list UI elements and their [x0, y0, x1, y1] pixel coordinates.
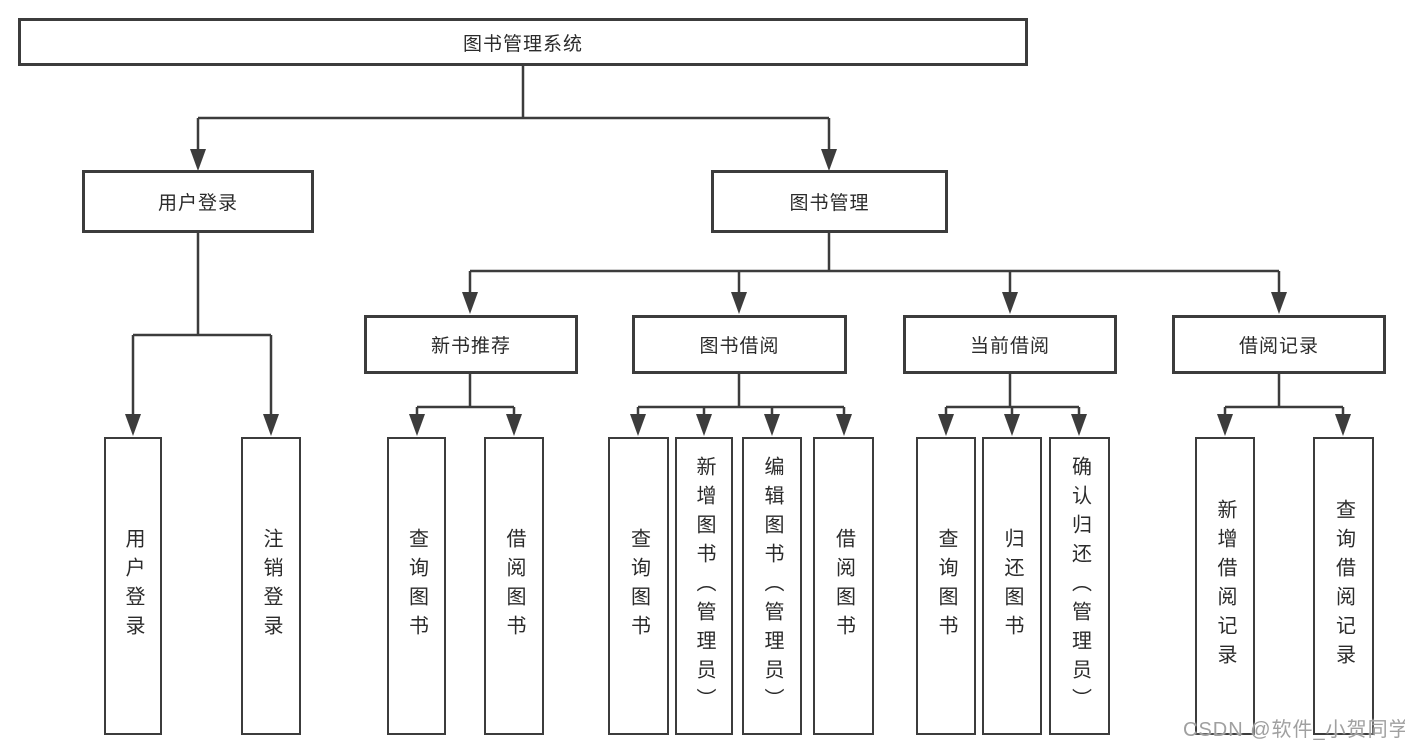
leaf-borrow-books-rec: 借阅图书	[484, 437, 544, 735]
node-user-login: 用户登录	[82, 170, 314, 233]
node-label: 新书推荐	[430, 336, 511, 357]
csdn-watermark: CSDN @软件_小贺同学	[1183, 719, 1405, 741]
node-label: 用户登录	[157, 193, 238, 214]
leaf-borrow-books: 借阅图书	[813, 437, 874, 735]
leaf-query-borrow-record: 查询借阅记录	[1313, 437, 1374, 735]
leaf-label: 用户登录	[122, 528, 144, 644]
leaf-confirm-return-admin: 确认归还（管理员）	[1049, 437, 1110, 735]
node-library-management-system: 图书管理系统	[18, 18, 1028, 66]
node-label: 图书管理	[789, 193, 870, 214]
leaf-label: 编辑图书（管理员）	[761, 455, 783, 717]
leaf-edit-books-admin: 编辑图书（管理员）	[742, 437, 802, 735]
leaf-label: 新增借阅记录	[1214, 499, 1236, 673]
node-book-management: 图书管理	[711, 170, 948, 233]
leaf-logout: 注销登录	[241, 437, 301, 735]
leaf-label: 查询图书	[935, 528, 957, 644]
node-label: 图书管理系统	[462, 33, 583, 55]
node-new-book-recommendation: 新书推荐	[364, 315, 578, 374]
leaf-label: 借阅图书	[832, 528, 855, 644]
leaf-label: 注销登录	[260, 528, 282, 644]
node-book-borrowing: 图书借阅	[632, 315, 847, 374]
leaf-add-books-admin: 新增图书（管理员）	[675, 437, 733, 735]
leaf-user-login: 用户登录	[104, 437, 162, 735]
leaf-query-books-borrow: 查询图书	[608, 437, 669, 735]
leaf-label: 归还图书	[1001, 528, 1023, 644]
leaf-label: 查询图书	[405, 528, 428, 644]
node-current-borrowing: 当前借阅	[903, 315, 1117, 374]
node-borrowing-records: 借阅记录	[1172, 315, 1386, 374]
node-label: 借阅记录	[1238, 336, 1319, 357]
leaf-add-borrow-record: 新增借阅记录	[1195, 437, 1255, 735]
leaf-label: 查询借阅记录	[1332, 499, 1355, 673]
leaf-label: 确认归还（管理员）	[1068, 455, 1091, 717]
node-label: 图书借阅	[699, 336, 780, 357]
leaf-label: 借阅图书	[503, 528, 525, 644]
leaf-return-books: 归还图书	[982, 437, 1042, 735]
leaf-query-books-current: 查询图书	[916, 437, 976, 735]
leaf-query-books-rec: 查询图书	[387, 437, 446, 735]
node-label: 当前借阅	[969, 336, 1050, 357]
leaf-label: 查询图书	[627, 528, 650, 644]
leaf-label: 新增图书（管理员）	[693, 455, 715, 717]
